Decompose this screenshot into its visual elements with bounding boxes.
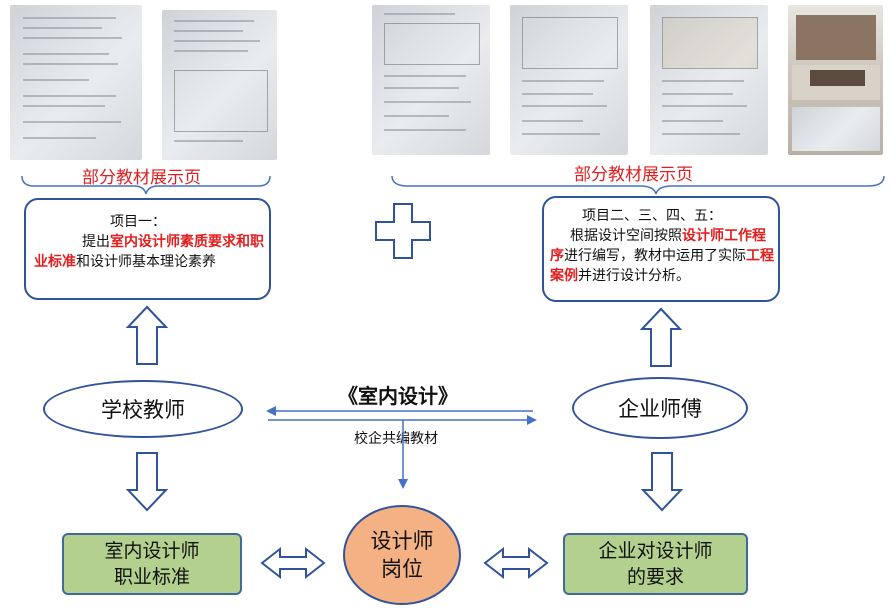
- textbook-page-photo-1: [10, 5, 142, 160]
- school-teacher-label: 学校教师: [101, 398, 185, 422]
- project-two-five-text-3: 并进行设计分析。: [578, 268, 690, 284]
- enterprise-master-node: 企业师傅: [572, 377, 748, 439]
- double-arrow-icon: [260, 546, 326, 580]
- designer-post-line-1: 设计师: [370, 529, 434, 553]
- book-subtitle: 校企共编教材: [354, 431, 438, 447]
- arrow-to-teacher-head: [266, 406, 276, 416]
- arrow-to-post-head: [398, 479, 408, 489]
- right-brace: [391, 175, 885, 195]
- designer-standard-node: 室内设计师 职业标准: [62, 533, 242, 595]
- right-photos-caption: 部分教材展示页: [574, 165, 693, 185]
- textbook-page-photo-4: [510, 5, 628, 155]
- enterprise-requirement-line-1: 企业对设计师: [598, 540, 713, 562]
- interior-render-photo: [788, 5, 883, 155]
- designer-standard-line-1: 室内设计师: [104, 540, 200, 562]
- project-two-five-title: 项目二、三、四、五：: [582, 208, 722, 224]
- project-one-description: 提出室内设计师素质要求和职业标准和设计师基本理论素养: [34, 232, 264, 272]
- textbook-page-photo-3: [372, 5, 490, 155]
- project-two-five-highlight-1: 设计师工作程序: [550, 228, 766, 264]
- designer-standard-line-2: 职业标准: [113, 566, 190, 588]
- project-two-five-text-2: 进行编写，教材中运用了实际: [564, 248, 746, 264]
- hollow-down-arrow-icon: [640, 452, 684, 512]
- project-one-highlight: 室内设计师素质要求和职业标准: [34, 234, 264, 270]
- project-two-five-highlight-2: 工程案例: [550, 248, 774, 284]
- project-two-five-box: 项目二、三、四、五： 根据设计空间按照设计师工作程序进行编写，教材中运用了实际工…: [542, 196, 780, 302]
- school-teacher-node: 学校教师: [43, 380, 243, 438]
- designer-post-node: 设计师 岗位: [343, 505, 461, 605]
- project-one-text-2: 和设计师基本理论素养: [76, 254, 216, 270]
- hollow-up-arrow-icon: [639, 307, 683, 367]
- textbook-page-photo-2: [162, 10, 277, 160]
- left-photos-caption: 部分教材展示页: [82, 168, 201, 188]
- project-one-title: 项目一：: [110, 214, 166, 230]
- double-arrow-icon: [483, 546, 549, 580]
- hollow-up-arrow-icon: [125, 305, 169, 365]
- project-one-box: 项目一： 提出室内设计师素质要求和职业标准和设计师基本理论素养: [24, 198, 271, 300]
- project-two-five-description: 根据设计空间按照设计师工作程序进行编写，教材中运用了实际工程案例并进行设计分析。: [550, 226, 774, 286]
- textbook-page-photo-5: [650, 5, 768, 155]
- arrow-to-master-head: [527, 415, 537, 425]
- project-one-text-1: 提出: [82, 234, 110, 250]
- hollow-down-arrow-icon: [125, 452, 169, 512]
- enterprise-requirement-node: 企业对设计师 的要求: [563, 533, 748, 595]
- project-two-five-text-1: 根据设计空间按照: [570, 228, 682, 244]
- designer-post-line-2: 岗位: [381, 557, 423, 581]
- enterprise-master-label: 企业师傅: [618, 397, 702, 421]
- enterprise-requirement-line-2: 的要求: [626, 566, 684, 588]
- left-brace: [21, 175, 271, 195]
- plus-icon: [375, 203, 431, 259]
- book-title: 《室内设计》: [338, 384, 458, 408]
